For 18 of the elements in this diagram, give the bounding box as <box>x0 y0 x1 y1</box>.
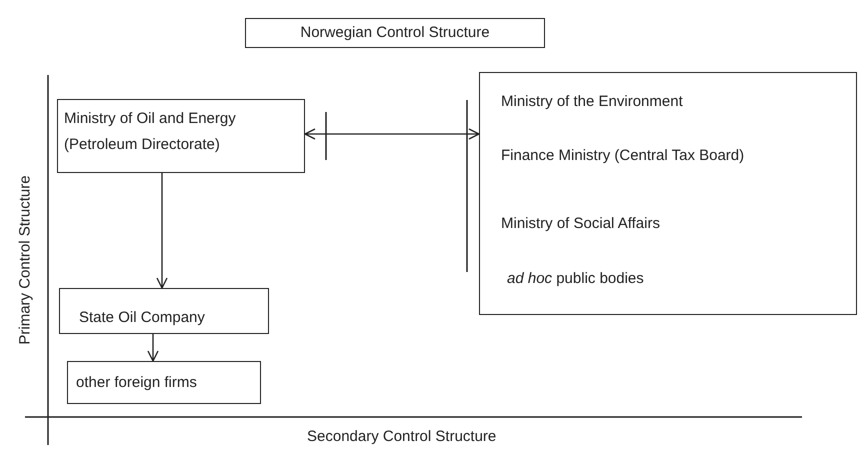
title: Norwegian Control Structure <box>245 18 545 48</box>
axis-label: Secondary Control Structure <box>307 428 496 445</box>
arrow <box>147 334 159 362</box>
axis-label: Primary Control Structure <box>16 175 34 345</box>
node-text: (Petroleum Directorate) <box>64 136 220 154</box>
node-text: Finance Ministry (Central Tax Board) <box>501 147 744 165</box>
arrow <box>156 173 168 289</box>
arrow <box>304 128 480 140</box>
box <box>59 288 269 334</box>
node-text: State Oil Company <box>79 309 205 327</box>
node-text: Ministry of the Environment <box>501 93 683 111</box>
box <box>479 72 857 315</box>
node-text: Ministry of Oil and Energy <box>64 110 236 128</box>
node-text: ad hoc public bodies <box>507 270 644 288</box>
node-text: other foreign firms <box>76 374 197 392</box>
node-text: Ministry of Social Affairs <box>501 215 660 233</box>
box <box>67 361 261 404</box>
box <box>57 99 305 173</box>
